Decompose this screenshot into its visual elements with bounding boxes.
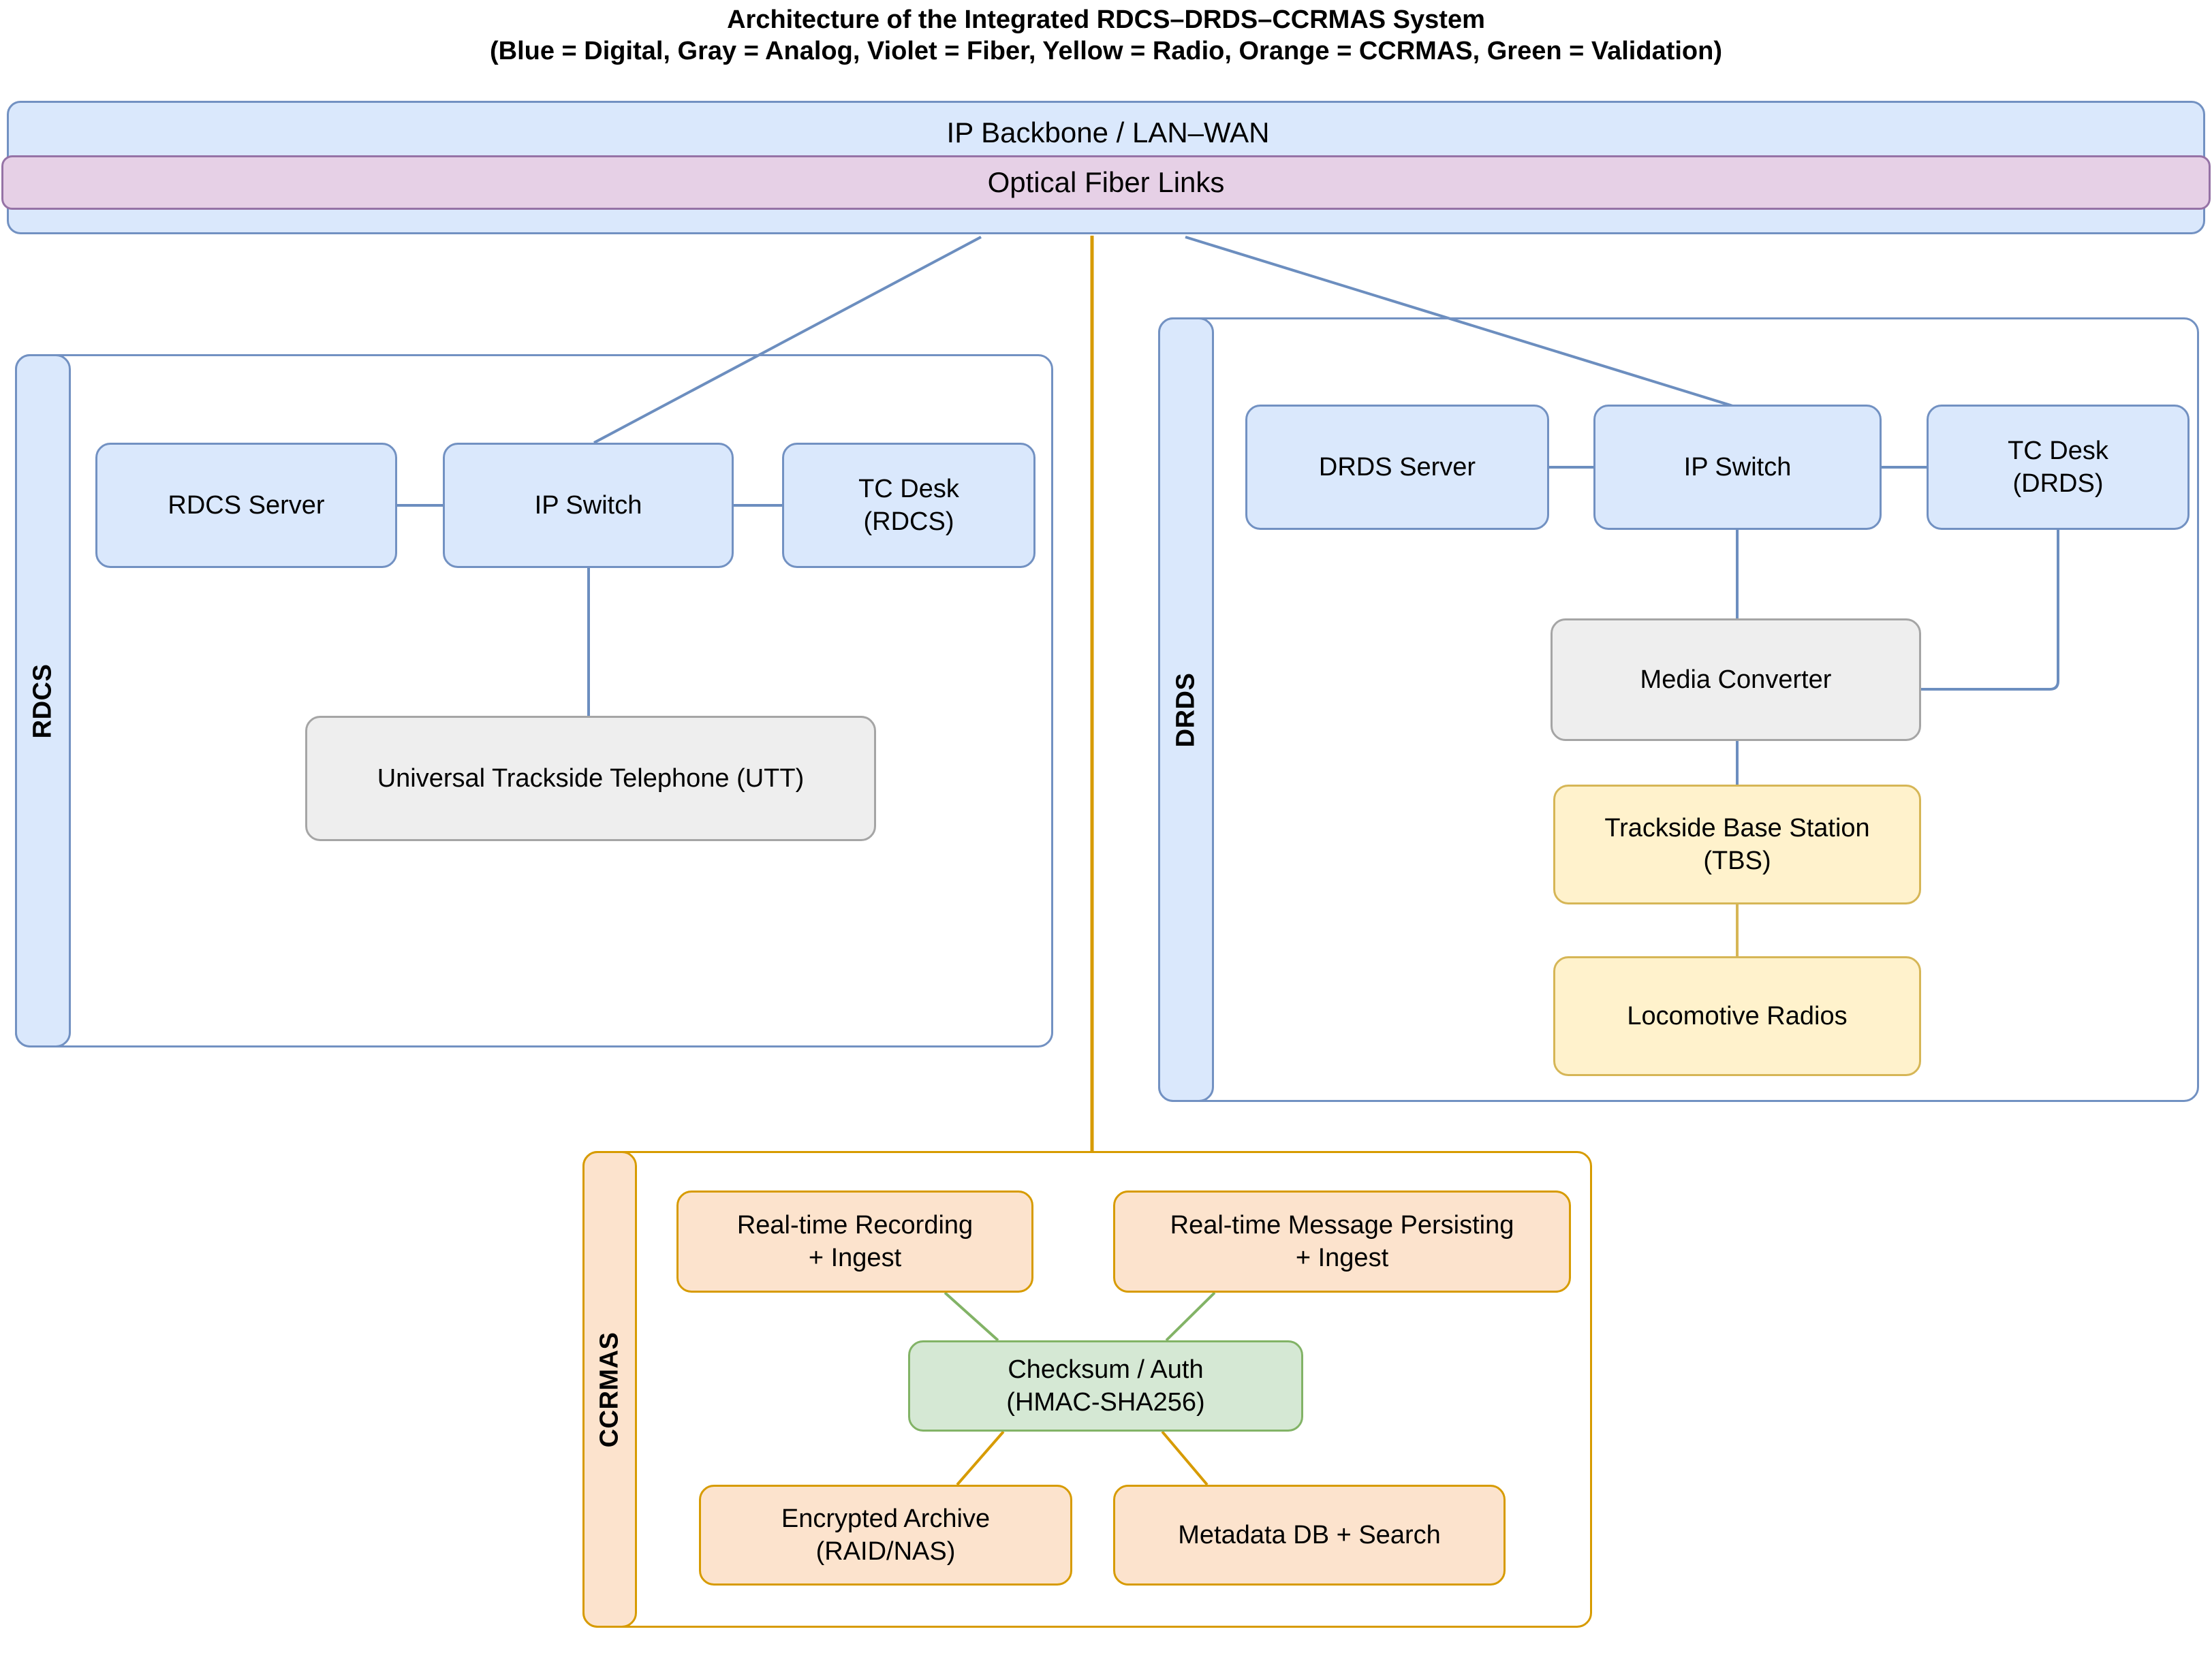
node-trackside-base-station[interactable]: Trackside Base Station (TBS) — [1553, 785, 1921, 904]
title-line-1: Architecture of the Integrated RDCS–DRDS… — [727, 5, 1485, 34]
node-rdcs-server[interactable]: RDCS Server — [95, 443, 397, 568]
node-drds-server[interactable]: DRDS Server — [1245, 405, 1549, 530]
optical-fiber-links-bar[interactable]: Optical Fiber Links — [1, 155, 2211, 210]
node-universal-trackside-telephone[interactable]: Universal Trackside Telephone (UTT) — [305, 716, 876, 841]
drds-group-label: DRDS — [1171, 672, 1200, 747]
node-realtime-message-persisting-ingest[interactable]: Real-time Message Persisting + Ingest — [1113, 1191, 1571, 1293]
node-drds-ip-switch[interactable]: IP Switch — [1593, 405, 1882, 530]
title-subtitle-legend: (Blue = Digital, Gray = Analog, Violet =… — [490, 37, 1722, 65]
rdcs-group-tab[interactable]: RDCS — [15, 354, 71, 1047]
node-checksum-auth[interactable]: Checksum / Auth (HMAC-SHA256) — [908, 1340, 1303, 1432]
node-drds-tc-desk[interactable]: TC Desk (DRDS) — [1927, 405, 2190, 530]
ip-backbone-label: IP Backbone / LAN–WAN — [946, 116, 1270, 148]
page-title: Architecture of the Integrated RDCS–DRDS… — [0, 4, 2212, 67]
node-rdcs-ip-switch[interactable]: IP Switch — [443, 443, 734, 568]
node-metadata-db-search[interactable]: Metadata DB + Search — [1113, 1485, 1506, 1586]
ccrmas-group-label: CCRMAS — [595, 1331, 624, 1447]
ccrmas-group-tab[interactable]: CCRMAS — [582, 1151, 637, 1628]
node-locomotive-radios[interactable]: Locomotive Radios — [1553, 956, 1921, 1076]
rdcs-group-label: RDCS — [28, 663, 57, 738]
node-encrypted-archive[interactable]: Encrypted Archive (RAID/NAS) — [699, 1485, 1072, 1586]
optical-fiber-links-label: Optical Fiber Links — [987, 166, 1225, 198]
node-media-converter[interactable]: Media Converter — [1551, 618, 1921, 741]
node-rdcs-tc-desk[interactable]: TC Desk (RDCS) — [782, 443, 1035, 568]
node-realtime-recording-ingest[interactable]: Real-time Recording + Ingest — [676, 1191, 1033, 1293]
drds-group-tab[interactable]: DRDS — [1158, 317, 1214, 1102]
